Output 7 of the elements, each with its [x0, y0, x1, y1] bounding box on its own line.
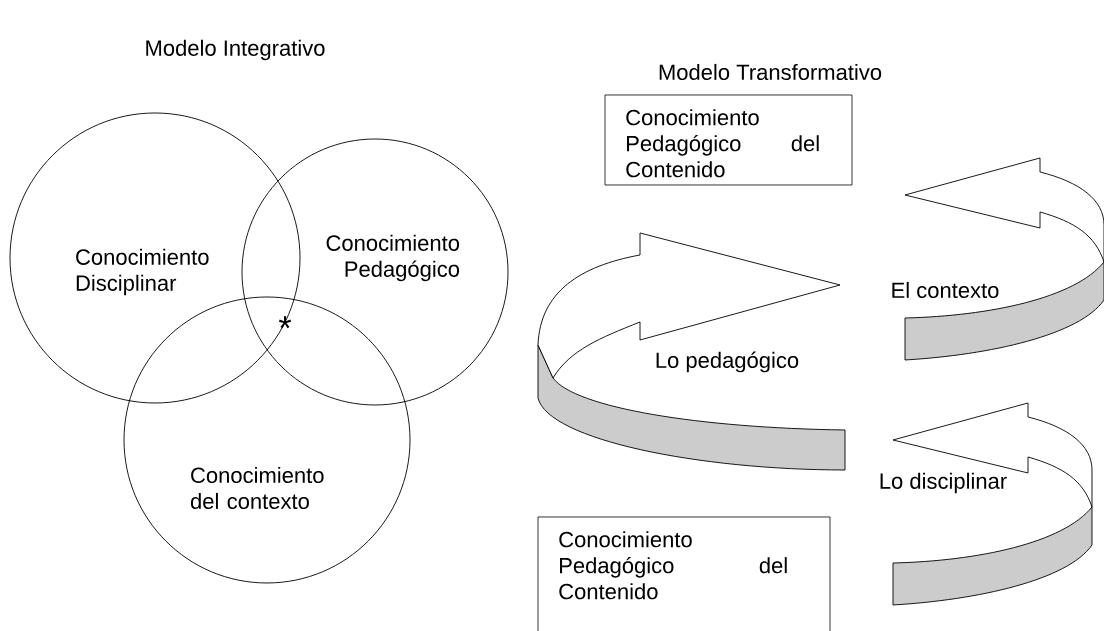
text-box: Conocimiento Pedagógico del Contenido [604, 94, 853, 186]
arrow-label: Lo disciplinar [880, 472, 1007, 494]
arrow-label: Lo pedagógico [656, 351, 799, 373]
asterisk-mark: * [278, 316, 292, 329]
text-box: Conocimiento Pedagógico del Contenido [537, 516, 831, 631]
arrow-label: El contexto [892, 281, 999, 299]
title-text: Modelo Integrativo [146, 39, 325, 61]
